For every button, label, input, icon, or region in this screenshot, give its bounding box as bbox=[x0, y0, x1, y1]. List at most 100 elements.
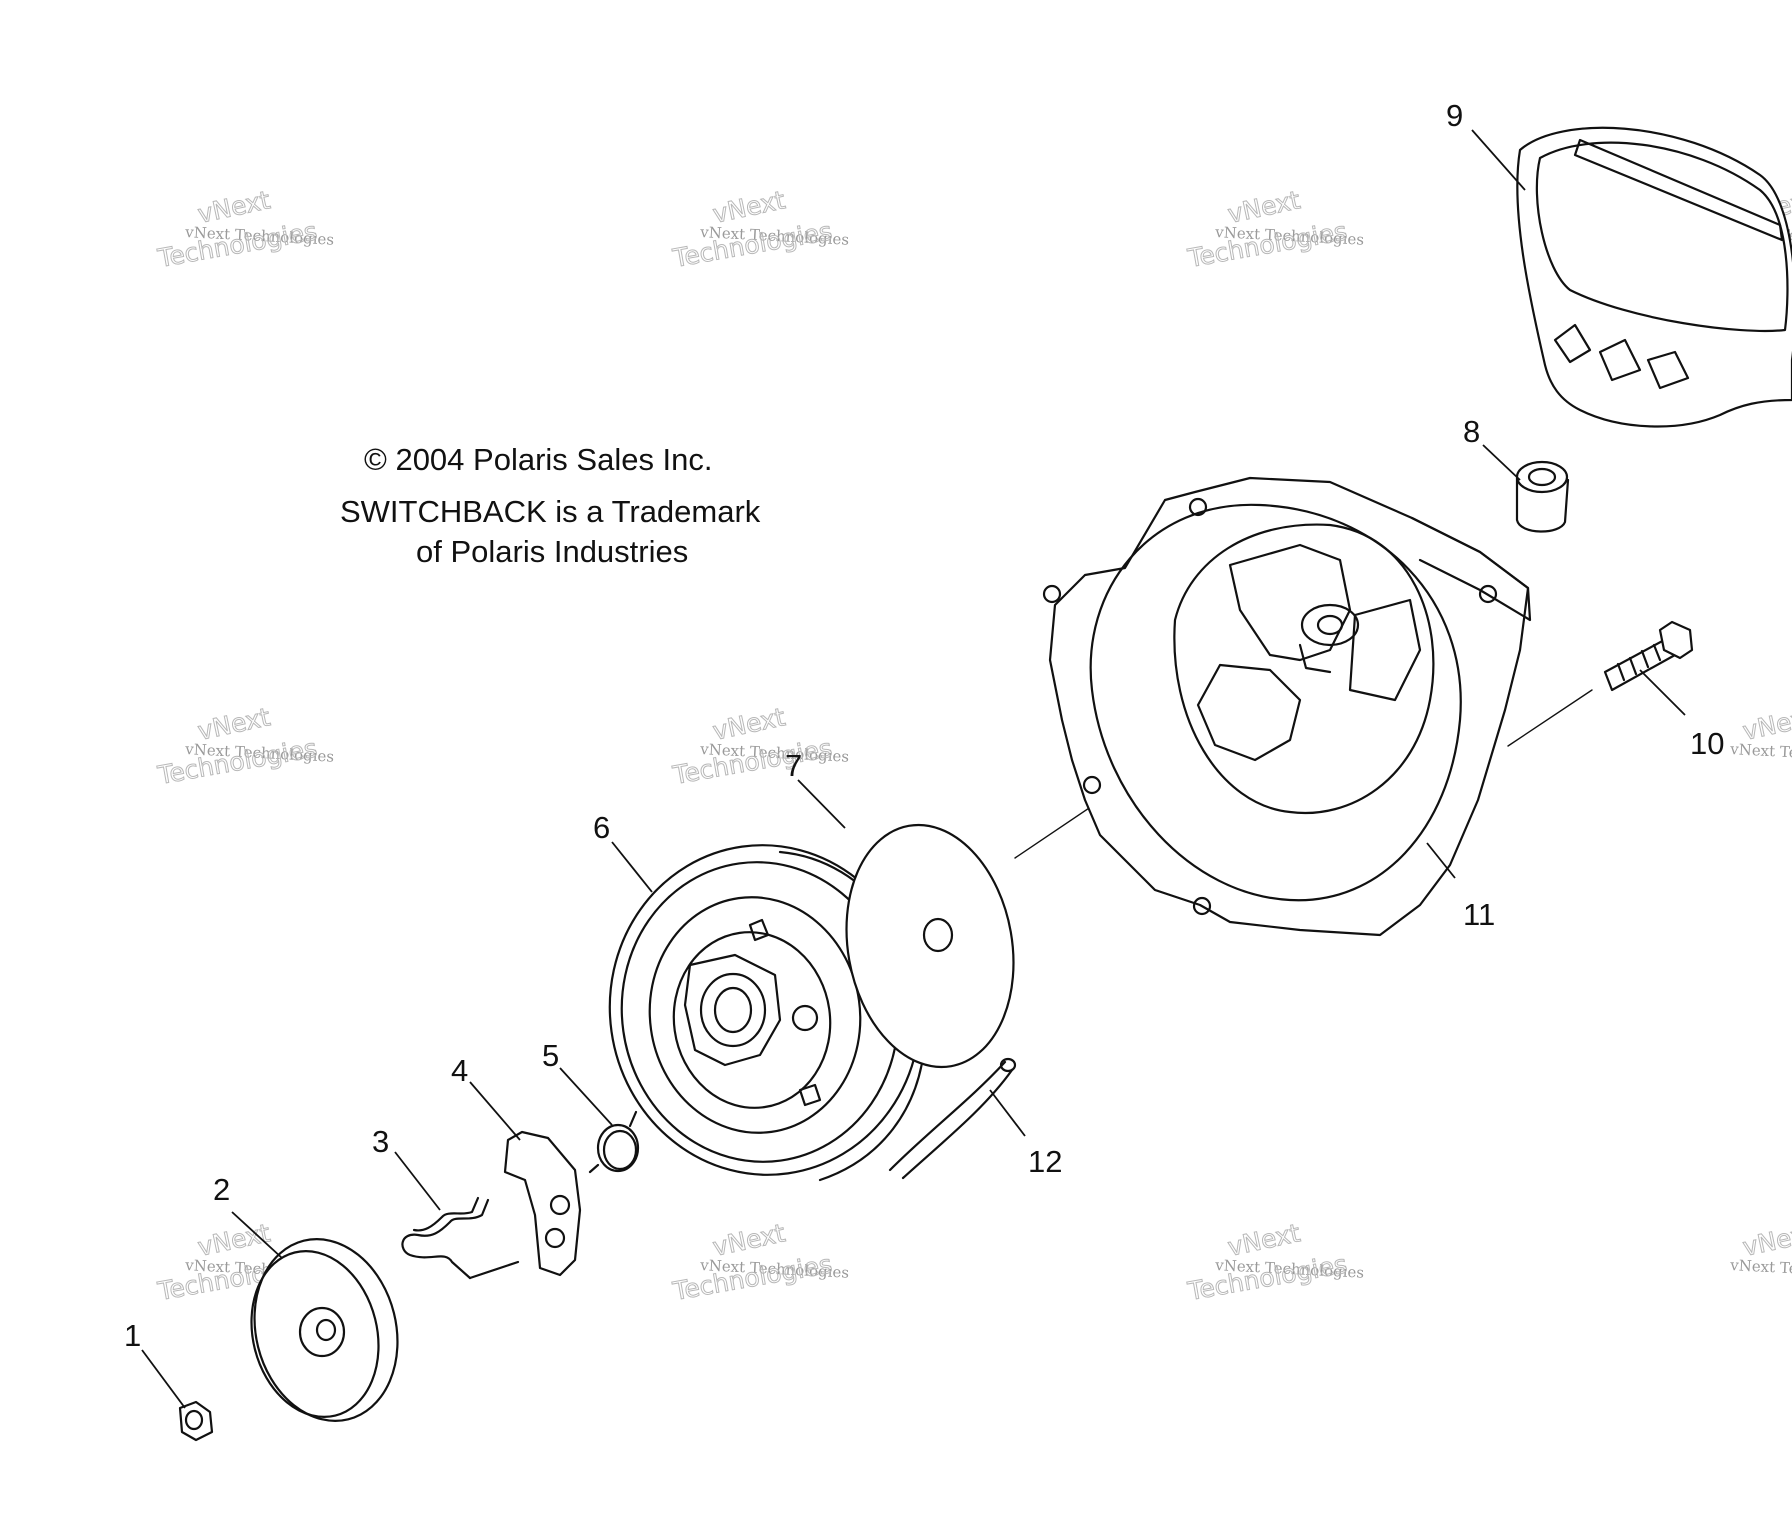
svg-text:vNext: vNext bbox=[195, 185, 273, 229]
leader-1 bbox=[141, 1349, 186, 1409]
svg-text:vNext: vNext bbox=[1740, 1218, 1792, 1262]
callout-2: 2 bbox=[213, 1172, 230, 1207]
svg-text:vNext: vNext bbox=[1225, 185, 1303, 229]
handle-slot bbox=[1573, 138, 1784, 242]
handle-window bbox=[1553, 323, 1592, 364]
callout-10: 10 bbox=[1690, 726, 1724, 761]
housing-mount-hole bbox=[1192, 896, 1212, 916]
housing-hub-bore bbox=[1316, 614, 1344, 636]
housing-hub bbox=[1300, 603, 1360, 647]
svg-text:vNext Technologies: vNext Technologies bbox=[1729, 1256, 1792, 1282]
pulley-notch bbox=[748, 918, 770, 942]
pulley-hub-bore bbox=[713, 986, 753, 1034]
callout-9: 9 bbox=[1446, 98, 1463, 133]
housing-mount-hole bbox=[1478, 584, 1498, 604]
watermark: vNext vNext Technologies Technologies bbox=[155, 185, 335, 274]
pawl-body bbox=[503, 1130, 582, 1277]
cup-disc bbox=[845, 823, 1015, 1069]
housing-spoke-lower bbox=[1196, 663, 1302, 762]
leader-4 bbox=[469, 1081, 521, 1141]
watermark: vNext vNext Technologies Technologies bbox=[670, 185, 850, 274]
watermark: vNext vNext Technologies bbox=[1729, 1218, 1792, 1282]
leader-lines bbox=[141, 129, 1686, 1409]
watermark: vNext vNext Technologies Technologies bbox=[670, 702, 850, 791]
part-3-clip bbox=[401, 1196, 520, 1280]
svg-text:vNext: vNext bbox=[1225, 1218, 1303, 1262]
watermark: vNext vNext Technologies Technologies bbox=[1185, 1218, 1365, 1307]
rope-strand bbox=[888, 1060, 1007, 1172]
part-11-recoil-housing bbox=[1042, 476, 1532, 937]
copyright-line: © 2004 Polaris Sales Inc. bbox=[364, 442, 713, 477]
housing-mount-hole bbox=[1188, 497, 1208, 517]
part-9-handle bbox=[1516, 126, 1792, 428]
pulley-hub-ring bbox=[699, 972, 767, 1048]
leader-5 bbox=[559, 1067, 613, 1126]
part-8-bushing bbox=[1515, 460, 1570, 533]
handle-window bbox=[1646, 350, 1690, 390]
svg-text:vNext: vNext bbox=[1740, 702, 1792, 746]
spring-coil bbox=[596, 1123, 640, 1173]
spring-tangs bbox=[588, 1110, 638, 1174]
bushing-top bbox=[1515, 460, 1569, 494]
callout-3: 3 bbox=[372, 1124, 389, 1159]
pulley-pawl-pin bbox=[791, 1004, 819, 1032]
watermark: vNext vNext Technologies Technologies bbox=[155, 702, 335, 791]
bushing-body bbox=[1515, 476, 1570, 533]
leader-6 bbox=[611, 841, 653, 893]
rope-end bbox=[999, 1057, 1017, 1073]
leader-11 bbox=[1426, 842, 1456, 879]
plate-boss bbox=[298, 1306, 346, 1358]
rope-strand bbox=[901, 1068, 1014, 1180]
part-1-nut bbox=[178, 1400, 214, 1442]
housing-mount-hole bbox=[1042, 584, 1062, 604]
pulley-spiral-inner bbox=[672, 931, 832, 1109]
housing-rim bbox=[1089, 503, 1462, 902]
watermark: vNext vNext Technologies Technologies bbox=[1185, 185, 1365, 274]
nut-body bbox=[178, 1400, 214, 1442]
watermark: vNext vNext Technologies bbox=[1729, 702, 1792, 766]
part-7-spring-cup bbox=[845, 823, 1015, 1069]
trademark-owner-line: of Polaris Industries bbox=[416, 534, 688, 569]
leader-8 bbox=[1482, 444, 1521, 481]
copyright-block: © 2004 Polaris Sales Inc. SWITCHBACK is … bbox=[340, 442, 761, 569]
callout-5: 5 bbox=[542, 1038, 559, 1073]
handle-grip-face bbox=[1535, 141, 1789, 333]
plate-disc bbox=[253, 1238, 399, 1422]
bushing-bore bbox=[1527, 467, 1557, 487]
callout-6: 6 bbox=[593, 810, 610, 845]
svg-text:vNext: vNext bbox=[195, 702, 273, 746]
handle-window bbox=[1598, 338, 1642, 382]
spring-coil bbox=[602, 1129, 638, 1171]
callout-7: 7 bbox=[785, 748, 802, 783]
housing-side-lip bbox=[1410, 516, 1532, 622]
part-10-bolt bbox=[1603, 620, 1694, 692]
clip-tail bbox=[468, 1260, 520, 1280]
housing-spoke-right bbox=[1348, 598, 1422, 702]
callout-12: 12 bbox=[1028, 1144, 1062, 1179]
housing-spoke-upper bbox=[1228, 543, 1352, 662]
watermark: vNext vNext Technologies Technologies bbox=[670, 1218, 850, 1307]
callout-1: 1 bbox=[124, 1318, 141, 1353]
nut-bore bbox=[184, 1409, 204, 1431]
svg-text:vNext: vNext bbox=[710, 1218, 788, 1262]
callout-8: 8 bbox=[1463, 414, 1480, 449]
leader-9 bbox=[1471, 129, 1526, 191]
plate-bore bbox=[315, 1318, 337, 1342]
housing-mount-hole bbox=[1082, 775, 1102, 795]
pulley-hub-hex bbox=[683, 953, 782, 1067]
axis-line-bolt bbox=[1507, 689, 1593, 747]
svg-text:vNext: vNext bbox=[710, 702, 788, 746]
svg-text:vNext: vNext bbox=[710, 185, 788, 229]
pawl-hole bbox=[549, 1194, 571, 1216]
leader-12 bbox=[989, 1089, 1026, 1137]
part-12-rope bbox=[888, 1057, 1017, 1180]
callout-4: 4 bbox=[451, 1053, 468, 1088]
leader-3 bbox=[394, 1151, 441, 1211]
housing-inner-cup bbox=[1173, 523, 1435, 815]
trademark-line: SWITCHBACK is a Trademark bbox=[340, 494, 761, 529]
housing-outer bbox=[1048, 476, 1530, 937]
part-4-pawl bbox=[503, 1130, 582, 1277]
cup-bore bbox=[922, 917, 954, 953]
part-5-spring bbox=[588, 1110, 640, 1174]
